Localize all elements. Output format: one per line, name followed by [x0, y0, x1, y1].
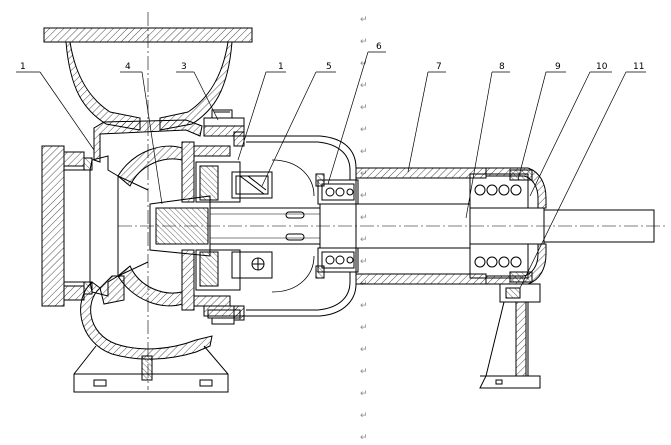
bearing-end-cover	[485, 167, 547, 285]
support-bracket	[479, 283, 541, 389]
callout-labels: 1 4 3 1 5 6 7 8 9 10 11	[20, 42, 644, 72]
callout-1-mid: 1	[278, 62, 284, 72]
paragraph-mark: ↵	[360, 213, 368, 223]
paragraph-mark: ↵	[360, 37, 368, 47]
paragraph-mark: ↵	[360, 367, 368, 377]
callout-8: 8	[499, 62, 505, 72]
bearing-bracket	[233, 131, 357, 321]
callout-6: 6	[376, 42, 382, 52]
paragraph-mark: ↵	[360, 301, 368, 311]
paragraph-mark: ↵	[360, 257, 368, 267]
paragraph-mark: ↵	[360, 191, 368, 201]
paragraph-mark: ↵	[360, 433, 368, 443]
callout-10: 10	[596, 62, 608, 72]
callout-4: 4	[125, 62, 131, 72]
suction-flange	[41, 145, 119, 307]
pump-linework	[16, 12, 666, 393]
paragraph-mark: ↵	[360, 81, 368, 91]
callout-11: 11	[633, 62, 644, 72]
paragraph-mark: ↵	[360, 59, 368, 69]
paragraph-mark: ↵	[360, 389, 368, 399]
paragraph-mark: ↵	[360, 323, 368, 333]
paragraph-marks: ↵ ↵ ↵ ↵ ↵ ↵ ↵ ↵ ↵ ↵ ↵ ↵ ↵ ↵ ↵ ↵ ↵ ↵ ↵ ↵	[360, 15, 368, 443]
pump-cover	[181, 125, 245, 317]
casing-foot	[73, 345, 229, 393]
paragraph-mark: ↵	[360, 235, 368, 245]
leader-lines	[16, 51, 646, 289]
callout-5: 5	[326, 62, 332, 72]
callout-3: 3	[181, 62, 187, 72]
callout-1-left: 1	[20, 62, 26, 72]
paragraph-mark: ↵	[360, 345, 368, 355]
paragraph-mark: ↵	[360, 103, 368, 113]
stuffing-box	[195, 161, 273, 291]
paragraph-mark: ↵	[360, 147, 368, 157]
callout-9: 9	[555, 62, 561, 72]
paragraph-mark: ↵	[360, 411, 368, 421]
paragraph-mark: ↵	[360, 125, 368, 135]
paragraph-mark: ↵	[360, 15, 368, 25]
front-bearing	[315, 173, 359, 279]
volute-casing	[80, 119, 213, 360]
pump-shaft	[209, 203, 655, 249]
callout-7: 7	[436, 62, 442, 72]
